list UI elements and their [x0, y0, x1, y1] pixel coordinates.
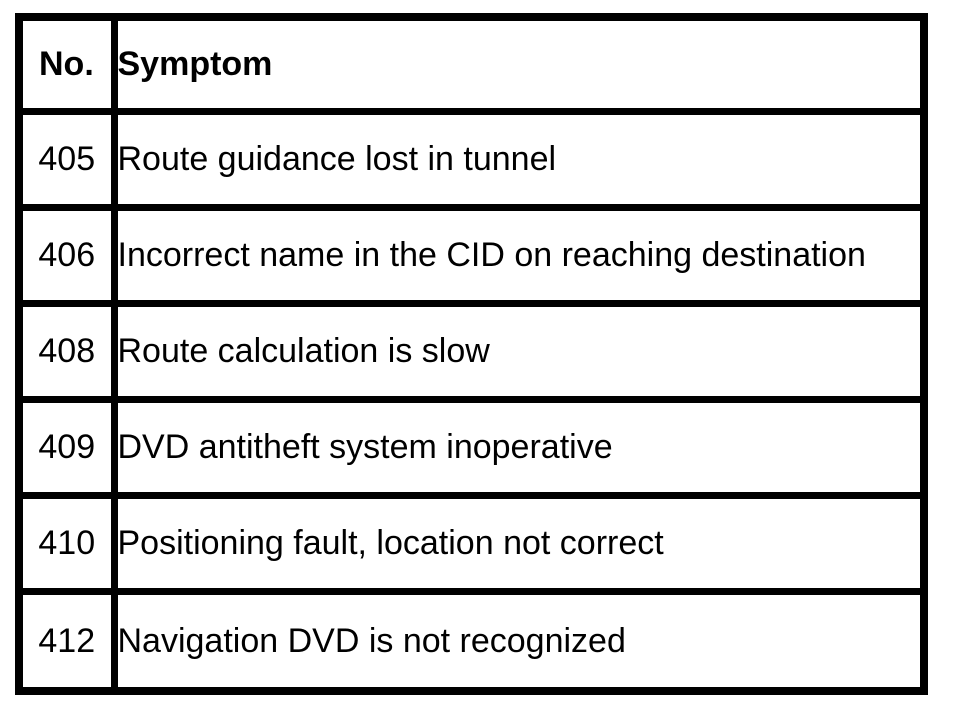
- row-number: 412: [38, 621, 96, 660]
- row-number: 408: [38, 332, 96, 370]
- row-symptom: Route guidance lost in tunnel: [117, 140, 557, 178]
- cell-no: 408: [23, 303, 118, 403]
- table-row: 409 DVD antitheft system inoperative: [23, 399, 920, 499]
- row-symptom: Incorrect name in the CID on reaching de…: [117, 236, 866, 274]
- column-header-no: No.: [23, 21, 118, 115]
- table-row: 410 Positioning fault, location not corr…: [23, 495, 920, 595]
- cell-no: 412: [23, 591, 118, 687]
- table-body: 405 Route guidance lost in tunnel 406 In…: [23, 111, 920, 687]
- table-row: 412 Navigation DVD is not recognized: [23, 591, 920, 687]
- column-header-no-label: No.: [39, 45, 94, 84]
- table-row: 408 Route calculation is slow: [23, 303, 920, 403]
- cell-no: 406: [23, 207, 118, 307]
- column-header-symptom-label: Symptom: [117, 45, 273, 84]
- row-number: 409: [38, 428, 96, 466]
- cell-symptom: Positioning fault, location not correct: [114, 495, 920, 595]
- column-header-symptom: Symptom: [114, 21, 920, 115]
- cell-no: 409: [23, 399, 118, 499]
- cell-symptom: Navigation DVD is not recognized: [114, 591, 920, 687]
- table-row: 406 Incorrect name in the CID on reachin…: [23, 207, 920, 307]
- symptom-table-grid: No. Symptom 405 Route guidance lost in t…: [23, 21, 920, 687]
- row-number: 405: [38, 140, 96, 178]
- cell-no: 405: [23, 111, 118, 211]
- table-header-row: No. Symptom: [23, 21, 920, 115]
- row-symptom: Route calculation is slow: [117, 332, 490, 370]
- row-symptom: Navigation DVD is not recognized: [117, 621, 626, 660]
- symptom-table: No. Symptom 405 Route guidance lost in t…: [15, 13, 928, 695]
- row-number: 406: [38, 236, 96, 274]
- cell-symptom: Route calculation is slow: [114, 303, 920, 403]
- cell-symptom: DVD antitheft system inoperative: [114, 399, 920, 499]
- row-symptom: Positioning fault, location not correct: [117, 524, 664, 562]
- row-symptom: DVD antitheft system inoperative: [117, 428, 613, 466]
- cell-symptom: Incorrect name in the CID on reaching de…: [114, 207, 920, 307]
- cell-symptom: Route guidance lost in tunnel: [114, 111, 920, 211]
- row-number: 410: [38, 524, 96, 562]
- cell-no: 410: [23, 495, 118, 595]
- table-row: 405 Route guidance lost in tunnel: [23, 111, 920, 211]
